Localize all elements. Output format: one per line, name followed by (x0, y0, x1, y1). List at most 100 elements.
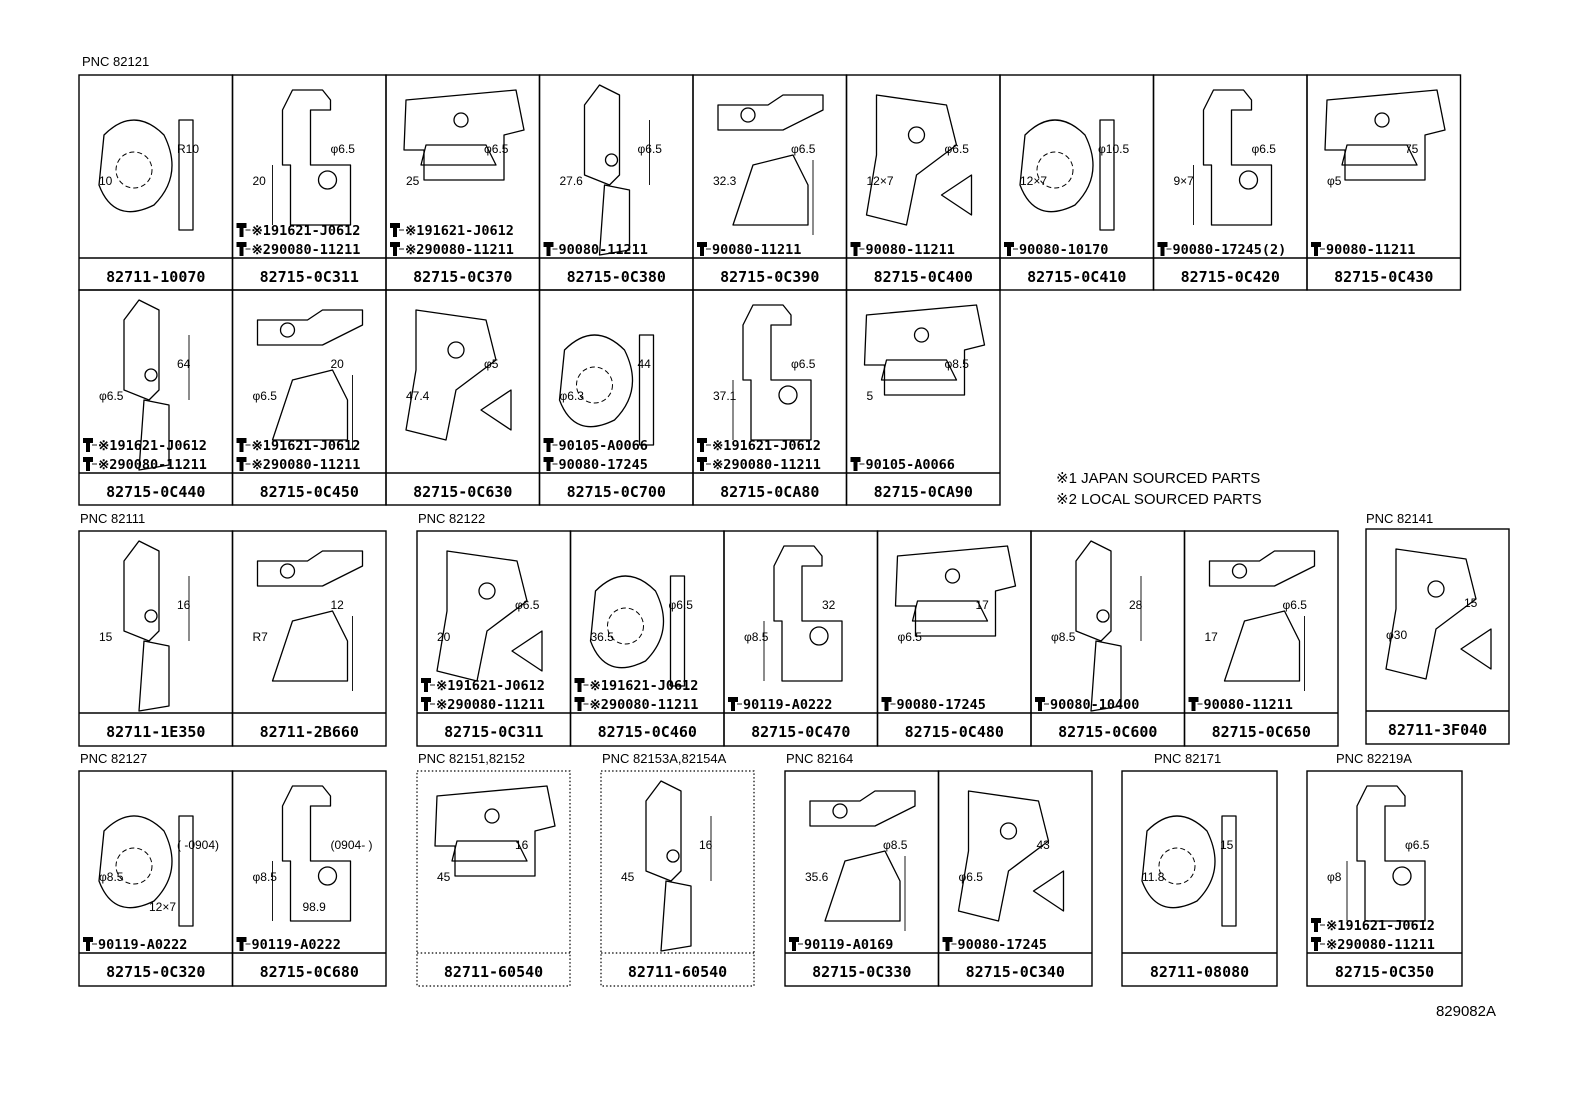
part-number-label[interactable]: 82715-0C370 (413, 268, 512, 286)
dimension-label: φ6.5 (253, 389, 278, 403)
hole (1158, 847, 1196, 885)
part-number-label[interactable]: 82711-1E350 (106, 723, 205, 741)
part-number-label[interactable]: 82711-10070 (106, 268, 205, 286)
part-number-label[interactable]: 82715-0C311 (260, 268, 359, 286)
part-number-label[interactable]: 82715-0C680 (260, 963, 359, 981)
fastener-part-number[interactable]: 90080-11211 (866, 242, 955, 258)
part-outline (1032, 870, 1065, 912)
fastener-part-number[interactable]: 90105-A0066 (866, 457, 955, 473)
fastener-part-number[interactable]: ※191621-J0612 (1326, 918, 1435, 934)
part-number-label[interactable]: 82715-0C340 (966, 963, 1065, 981)
part-number-label[interactable]: 82711-60540 (444, 963, 543, 981)
part-number-label[interactable]: 82715-0C650 (1212, 723, 1311, 741)
fastener-part-number[interactable]: 90080-11211 (1204, 697, 1293, 713)
fastener-part-number[interactable]: ※191621-J0612 (405, 223, 514, 239)
fastener-part-number[interactable]: ※290080-11211 (1326, 937, 1435, 953)
fastener-part-number[interactable]: 90105-A0066 (559, 438, 648, 454)
part-cell: φ6.525※191621-J0612※290080-1121182715-0C… (385, 74, 541, 291)
fastener-part-number[interactable]: ※290080-11211 (590, 697, 699, 713)
fastener-part-number[interactable]: 90080-17245 (958, 937, 1047, 953)
fastener-part-number[interactable]: 90080-11211 (1326, 242, 1415, 258)
fastener-part-number[interactable]: ※191621-J0612 (590, 678, 699, 694)
hole (604, 153, 619, 167)
part-number-label[interactable]: 82715-0C600 (1058, 723, 1157, 741)
dimension-label: 16 (177, 598, 191, 612)
fastener-part-number[interactable]: ※290080-11211 (436, 697, 545, 713)
part-number-label[interactable]: 82715-0C630 (413, 483, 512, 501)
fastener-part-number[interactable]: 90080-11211 (712, 242, 801, 258)
dimension-label: φ6.5 (331, 142, 356, 156)
fastener-part-number[interactable]: 90080-17245 (559, 457, 648, 473)
part-number-label[interactable]: 82715-0C311 (444, 723, 543, 741)
part-number-label[interactable]: 82715-0C410 (1027, 268, 1126, 286)
part-outline (1356, 785, 1426, 922)
dimension-label: φ6.5 (898, 630, 923, 644)
hole (607, 607, 644, 645)
fastener-part-number[interactable]: 90119-A0169 (804, 937, 893, 953)
fastener-part-number[interactable]: 90119-A0222 (98, 937, 187, 953)
hole (1238, 170, 1259, 190)
part-number-label[interactable]: 82711-60540 (628, 963, 727, 981)
hole (317, 170, 338, 190)
part-number-label[interactable]: 82715-0C390 (720, 268, 819, 286)
fastener-part-number[interactable]: 90119-A0222 (743, 697, 832, 713)
part-outline (638, 334, 655, 446)
part-number-label[interactable]: 82715-0CA90 (874, 483, 973, 501)
part-number-label[interactable]: 82715-0C440 (106, 483, 205, 501)
part-outline (660, 880, 692, 952)
part-number-label[interactable]: 82715-0C320 (106, 963, 205, 981)
part-outline (271, 610, 349, 682)
part-number-label[interactable]: 82715-0C350 (1335, 963, 1434, 981)
part-number-label[interactable]: 82715-0C400 (874, 268, 973, 286)
dimension-label: φ6.5 (791, 142, 816, 156)
dimension-label: 9×7 (1174, 174, 1195, 188)
part-number-label[interactable]: 82715-0C700 (567, 483, 666, 501)
bolt-icon (1188, 697, 1203, 711)
part-outline (732, 154, 809, 226)
dimension-label: φ6.5 (1252, 142, 1277, 156)
fastener-part-number[interactable]: ※290080-11211 (252, 242, 361, 258)
part-number-label[interactable]: 82715-0C430 (1334, 268, 1433, 286)
part-number-label[interactable]: 82715-0C450 (260, 483, 359, 501)
part-number-label[interactable]: 82711-3F040 (1388, 721, 1487, 739)
part-outline (957, 790, 1050, 922)
part-number-label[interactable]: 82715-0CA80 (720, 483, 819, 501)
local-sourced-note: ※2 LOCAL SOURCED PARTS (1056, 491, 1262, 508)
fastener-part-number[interactable]: 90080-17245(2) (1173, 242, 1287, 258)
fastener-part-number[interactable]: 90080-17245 (897, 697, 986, 713)
dimension-label: φ5 (484, 357, 499, 371)
fastener-part-number[interactable]: ※191621-J0612 (436, 678, 545, 694)
fastener-part-number[interactable]: ※191621-J0612 (252, 438, 361, 454)
hole (1374, 112, 1390, 128)
dimension-label: φ5 (1327, 174, 1342, 188)
dimension-label: 44 (638, 357, 652, 371)
fastener-part-number[interactable]: 90080-11211 (559, 242, 648, 258)
part-number-label[interactable]: 82715-0C330 (812, 963, 911, 981)
hole (740, 107, 756, 123)
part-outline (1141, 815, 1216, 909)
part-number-label[interactable]: 82715-0C460 (598, 723, 697, 741)
part-outline (405, 309, 497, 441)
fastener-part-number[interactable]: ※191621-J0612 (98, 438, 207, 454)
fastener-part-number[interactable]: 90080-10170 (1019, 242, 1108, 258)
part-number-label[interactable]: 82711-08080 (1150, 963, 1249, 981)
fastener-part-number[interactable]: ※290080-11211 (252, 457, 361, 473)
part-number-label[interactable]: 82715-0C420 (1181, 268, 1280, 286)
fastener-part-number[interactable]: ※290080-11211 (712, 457, 821, 473)
part-outline (98, 815, 173, 909)
fastener-part-number[interactable]: 90080-10400 (1050, 697, 1139, 713)
fastener-part-number[interactable]: ※191621-J0612 (712, 438, 821, 454)
part-number-label[interactable]: 82715-0C470 (751, 723, 850, 741)
fastener-part-number[interactable]: ※290080-11211 (98, 457, 207, 473)
dimension-label: 10 (99, 174, 113, 188)
part-number-label[interactable]: 82715-0C380 (567, 268, 666, 286)
part-number-label[interactable]: 82715-0C480 (905, 723, 1004, 741)
dimension-label: φ6.5 (791, 357, 816, 371)
fastener-part-number[interactable]: ※290080-11211 (405, 242, 514, 258)
part-number-label[interactable]: 82711-2B660 (260, 723, 359, 741)
fastener-part-number[interactable]: ※191621-J0612 (252, 223, 361, 239)
fastener-part-number[interactable]: 90119-A0222 (252, 937, 341, 953)
